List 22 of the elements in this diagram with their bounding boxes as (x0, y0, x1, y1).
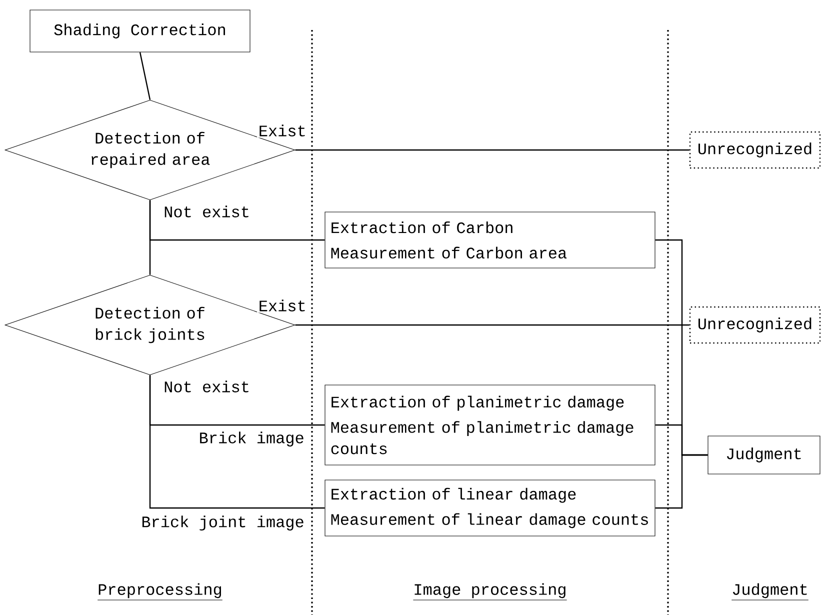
process-box: Shading Correction (30, 10, 250, 52)
edge-label: Brick joint image (140, 514, 306, 532)
column-heading: Image processing (412, 583, 568, 600)
result-box: Unrecognized (689, 131, 821, 169)
connector-line (149, 375, 325, 509)
result-box: Unrecognized (689, 306, 821, 344)
branch-label: Not exist (164, 380, 248, 392)
edge-label: Not exist (162, 204, 252, 219)
connector-line (655, 454, 708, 509)
edge-label: Exist (257, 298, 308, 313)
edge-label: Exist (257, 123, 308, 138)
connector-line (295, 149, 690, 151)
process-box: Extraction of Carbon Measurement of Carbon area (324, 212, 656, 268)
column-heading: Preprocessing (97, 583, 223, 600)
connector-line (139, 52, 151, 100)
column-heading: Judgment (731, 583, 809, 600)
process-box: Extraction of linear damage Measurement of linear damage counts (324, 480, 656, 536)
edge-label: Brick image (197, 430, 306, 448)
process-box: Extraction of planimetric damage Measurement of planimetric damage counts (324, 384, 656, 466)
connector-line (149, 200, 151, 275)
connector-line (295, 324, 690, 326)
process-box: Judgment (708, 436, 820, 474)
